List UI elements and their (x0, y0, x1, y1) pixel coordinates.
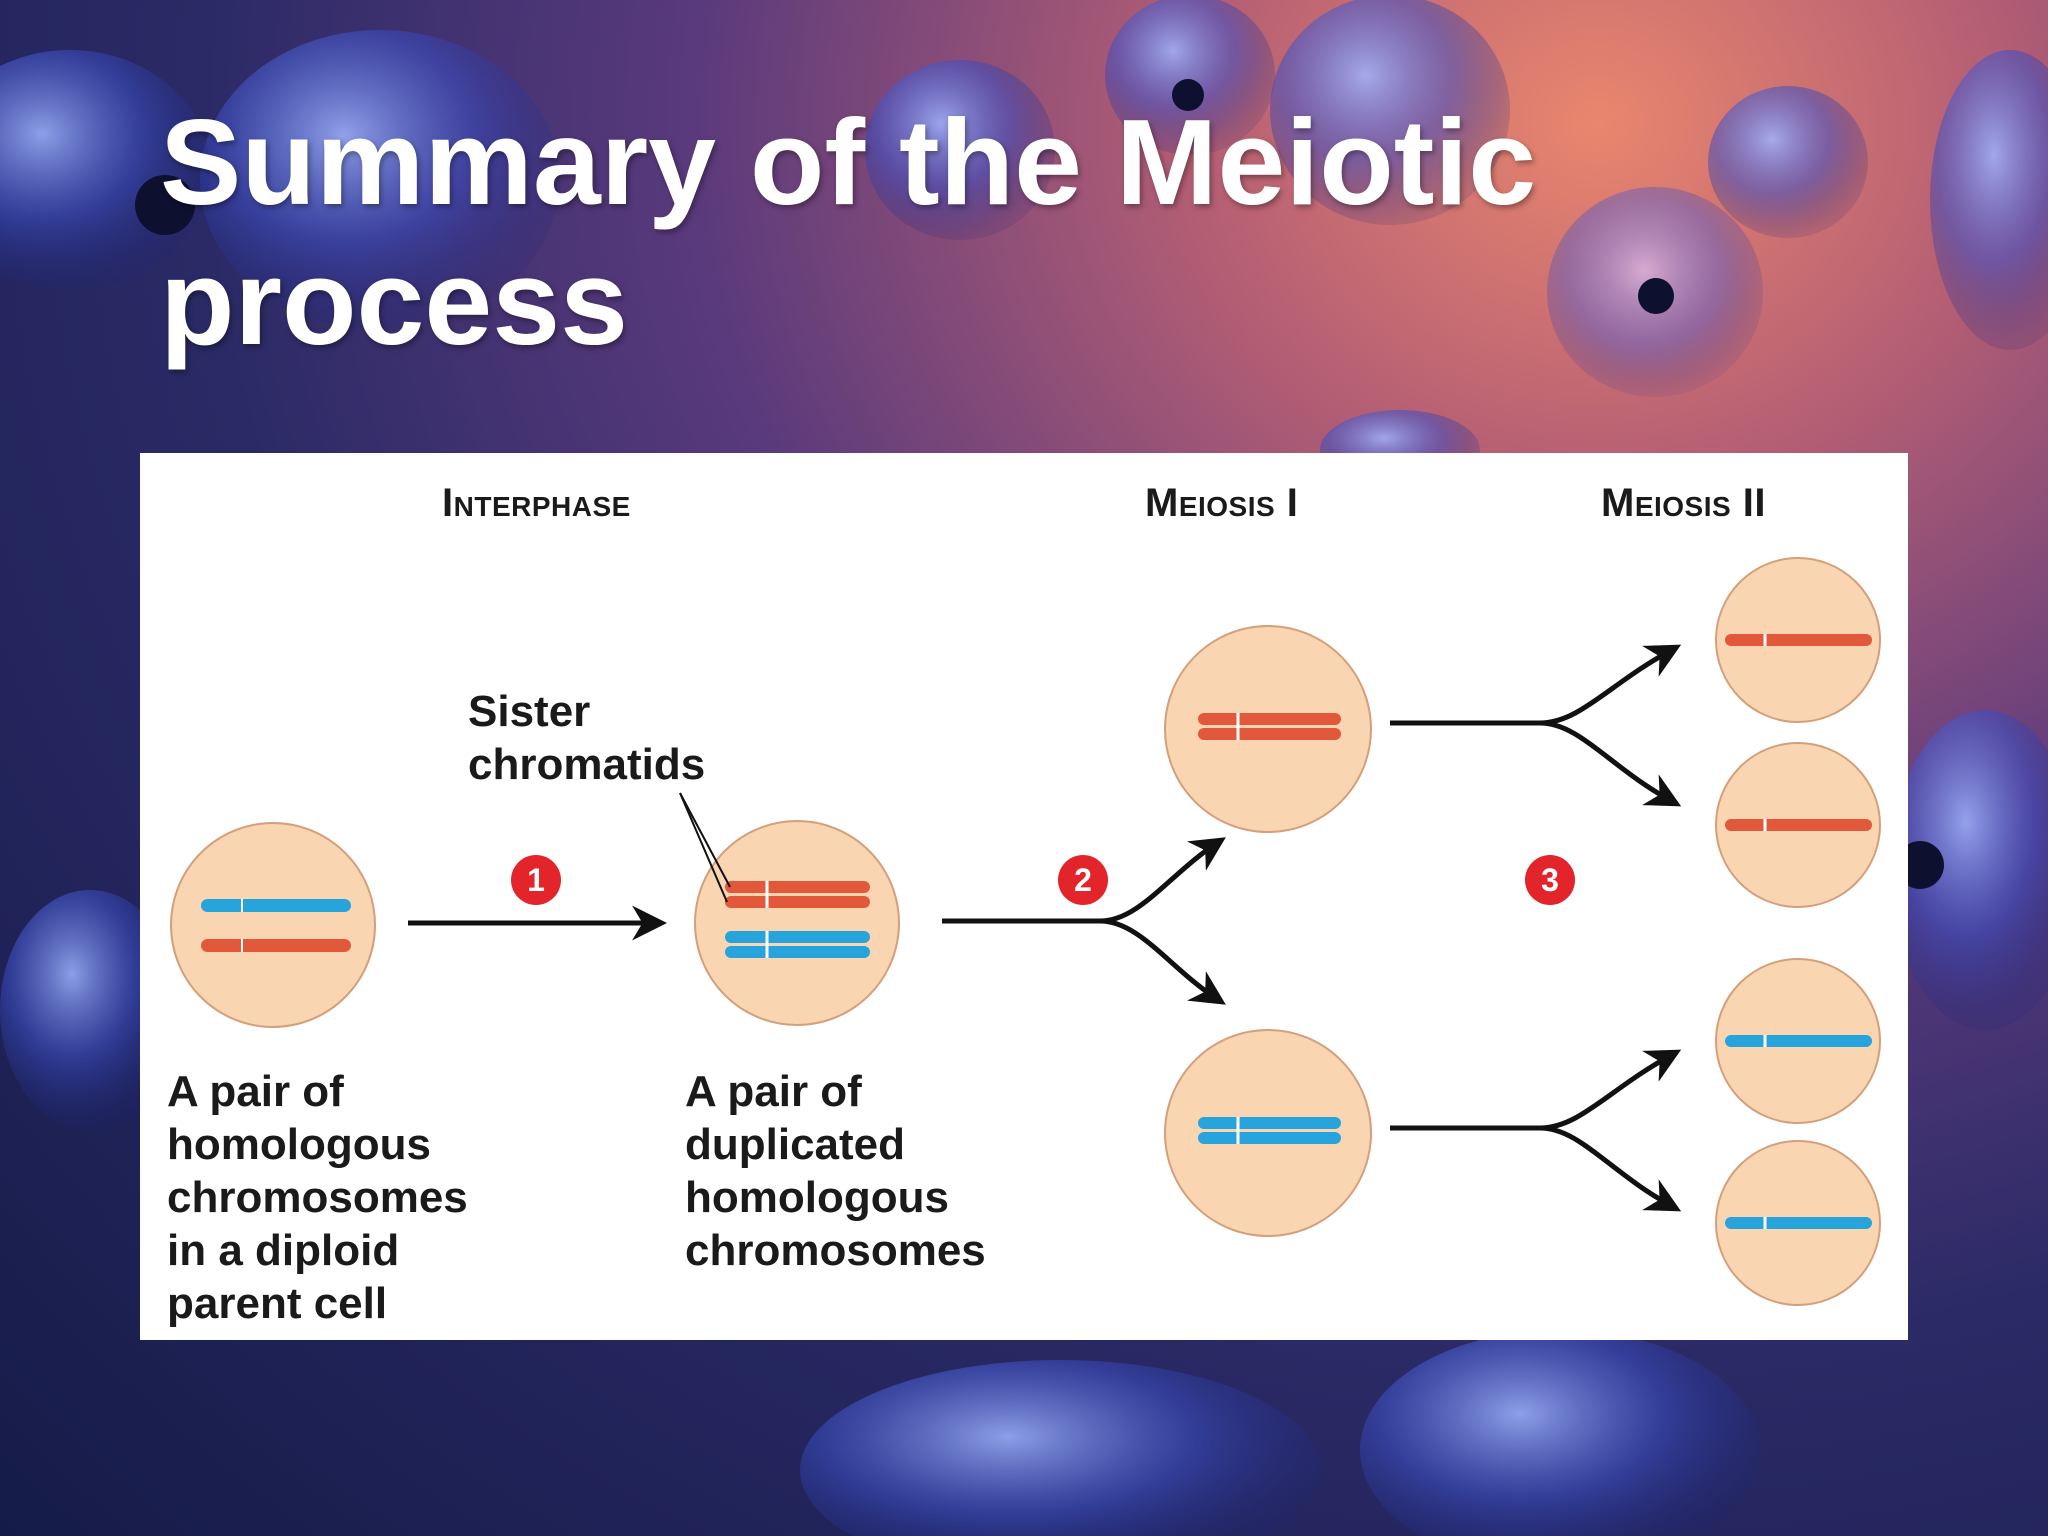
meiosis-2-cell-blue-2 (1715, 1140, 1881, 1306)
arrow-step-3-bottom (1390, 1049, 1682, 1212)
chromosome-red (201, 939, 351, 952)
chromosome-blue (201, 899, 351, 912)
bubble-nucleus (135, 175, 195, 235)
step-badge-2: 2 (1058, 855, 1108, 905)
phase-meiosis-2: Meiosis II (1601, 481, 1767, 525)
phase-meiosis-1: Meiosis I (1145, 481, 1299, 525)
bubble (1270, 0, 1510, 225)
label-duplicated-chromosomes: A pair of duplicated homologous chromoso… (685, 1067, 986, 1275)
label-parent-cell: A pair of homologous chromosomes in a di… (167, 1067, 468, 1328)
parent-cell (170, 822, 376, 1028)
bubble-nucleus (1172, 79, 1204, 111)
slide-title: Summary of the Meiotic process (160, 94, 1537, 370)
bubble (800, 1360, 1320, 1536)
meiosis-2-cell-red-2 (1715, 742, 1881, 908)
duplicated-cell (694, 820, 900, 1026)
step-badge-3: 3 (1525, 855, 1575, 905)
label-sister-chromatids: Sister chromatids (468, 687, 706, 789)
sister-chromatids-pointer (679, 792, 731, 888)
meiosis-2-cell-red-1 (1715, 557, 1881, 723)
bubble (1890, 710, 2048, 1030)
bubble-nucleus (1896, 841, 1944, 889)
bubble-nucleus (1638, 278, 1674, 314)
phase-interphase: Interphase (442, 481, 631, 525)
arrow-step-2 (942, 837, 1226, 1005)
bubble (1105, 0, 1275, 155)
meiosis-1-cell-red (1164, 625, 1372, 833)
arrow-step-3-top (1390, 644, 1682, 807)
bubble (865, 60, 1055, 240)
bubble (0, 890, 180, 1130)
meiosis-1-cell-blue (1164, 1029, 1372, 1237)
bubble (1360, 1330, 1760, 1536)
bubble (200, 30, 560, 330)
meiosis-2-cell-blue-1 (1715, 958, 1881, 1124)
bubble (1930, 50, 2048, 350)
bubble (1708, 86, 1868, 238)
meiosis-diagram: Interphase Meiosis I Meiosis II 1 2 3 Si… (140, 453, 1908, 1340)
sister-chromatids-pointer (679, 792, 728, 903)
diagram-graphics (170, 557, 1881, 1306)
step-badge-1: 1 (511, 855, 561, 905)
